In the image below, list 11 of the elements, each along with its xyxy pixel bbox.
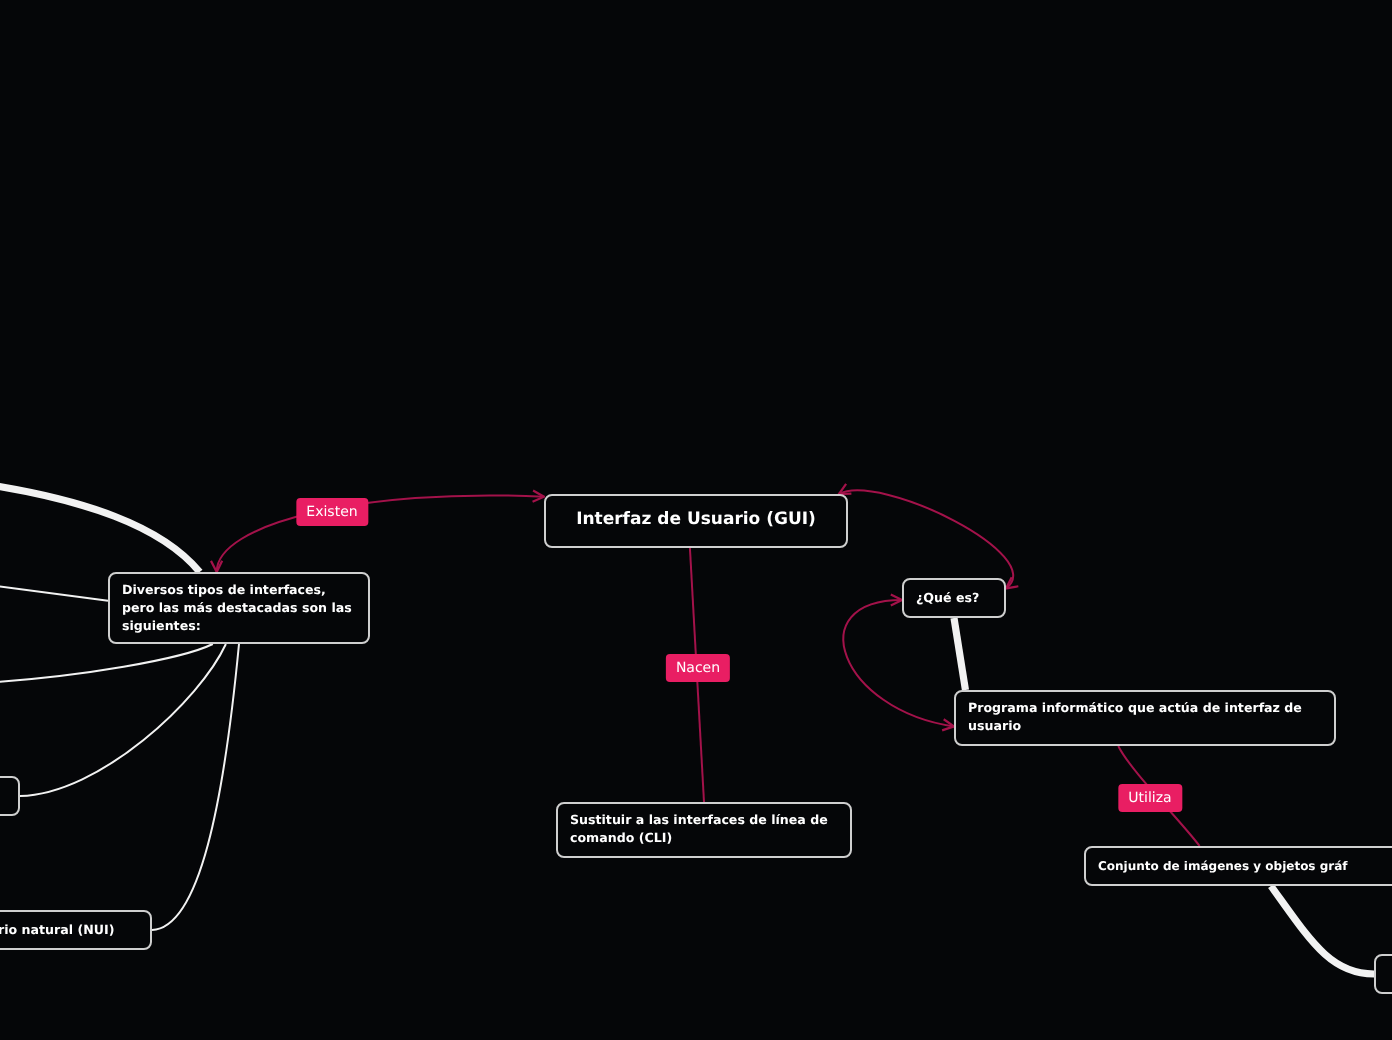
connector-line bbox=[688, 547, 705, 803]
arrow bbox=[842, 594, 956, 731]
connector-line bbox=[19, 643, 227, 797]
connector-line bbox=[950, 617, 969, 691]
arrow bbox=[837, 484, 1019, 590]
connector-line bbox=[1268, 883, 1375, 978]
connector-line bbox=[151, 643, 240, 931]
topic-box: Interfaz de Usuario (GUI) bbox=[544, 494, 848, 548]
connector-line bbox=[0, 585, 109, 602]
connector-line bbox=[0, 643, 214, 683]
connector-line bbox=[0, 482, 203, 575]
